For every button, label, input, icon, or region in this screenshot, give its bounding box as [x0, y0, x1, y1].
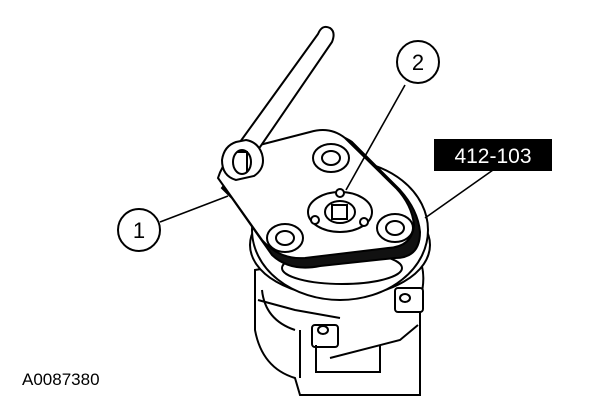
tool-label-text: 412-103: [454, 145, 531, 168]
callout-label: 2: [412, 50, 424, 75]
callout-1: 1: [117, 208, 161, 252]
bolt-hole-right: [376, 213, 414, 243]
tool-number-label: 412-103: [434, 139, 552, 171]
leader-line-tool: [424, 169, 494, 219]
figure-id: A0087380: [22, 370, 100, 389]
holding-tool-plate: [216, 129, 422, 269]
leader-lines: [159, 84, 494, 223]
bolt-hole-left: [266, 223, 304, 253]
center-hub: [307, 188, 373, 233]
tool-label-background: [434, 139, 552, 171]
tool-handle: [220, 25, 335, 182]
callout-circle: [117, 208, 161, 252]
callout-label: 1: [133, 218, 145, 243]
leader-line-1: [159, 195, 229, 223]
callout-circle: [396, 40, 440, 84]
callout-2: 2: [396, 40, 440, 84]
leader-line-2: [345, 84, 406, 191]
bolt-hole-top: [312, 143, 350, 173]
